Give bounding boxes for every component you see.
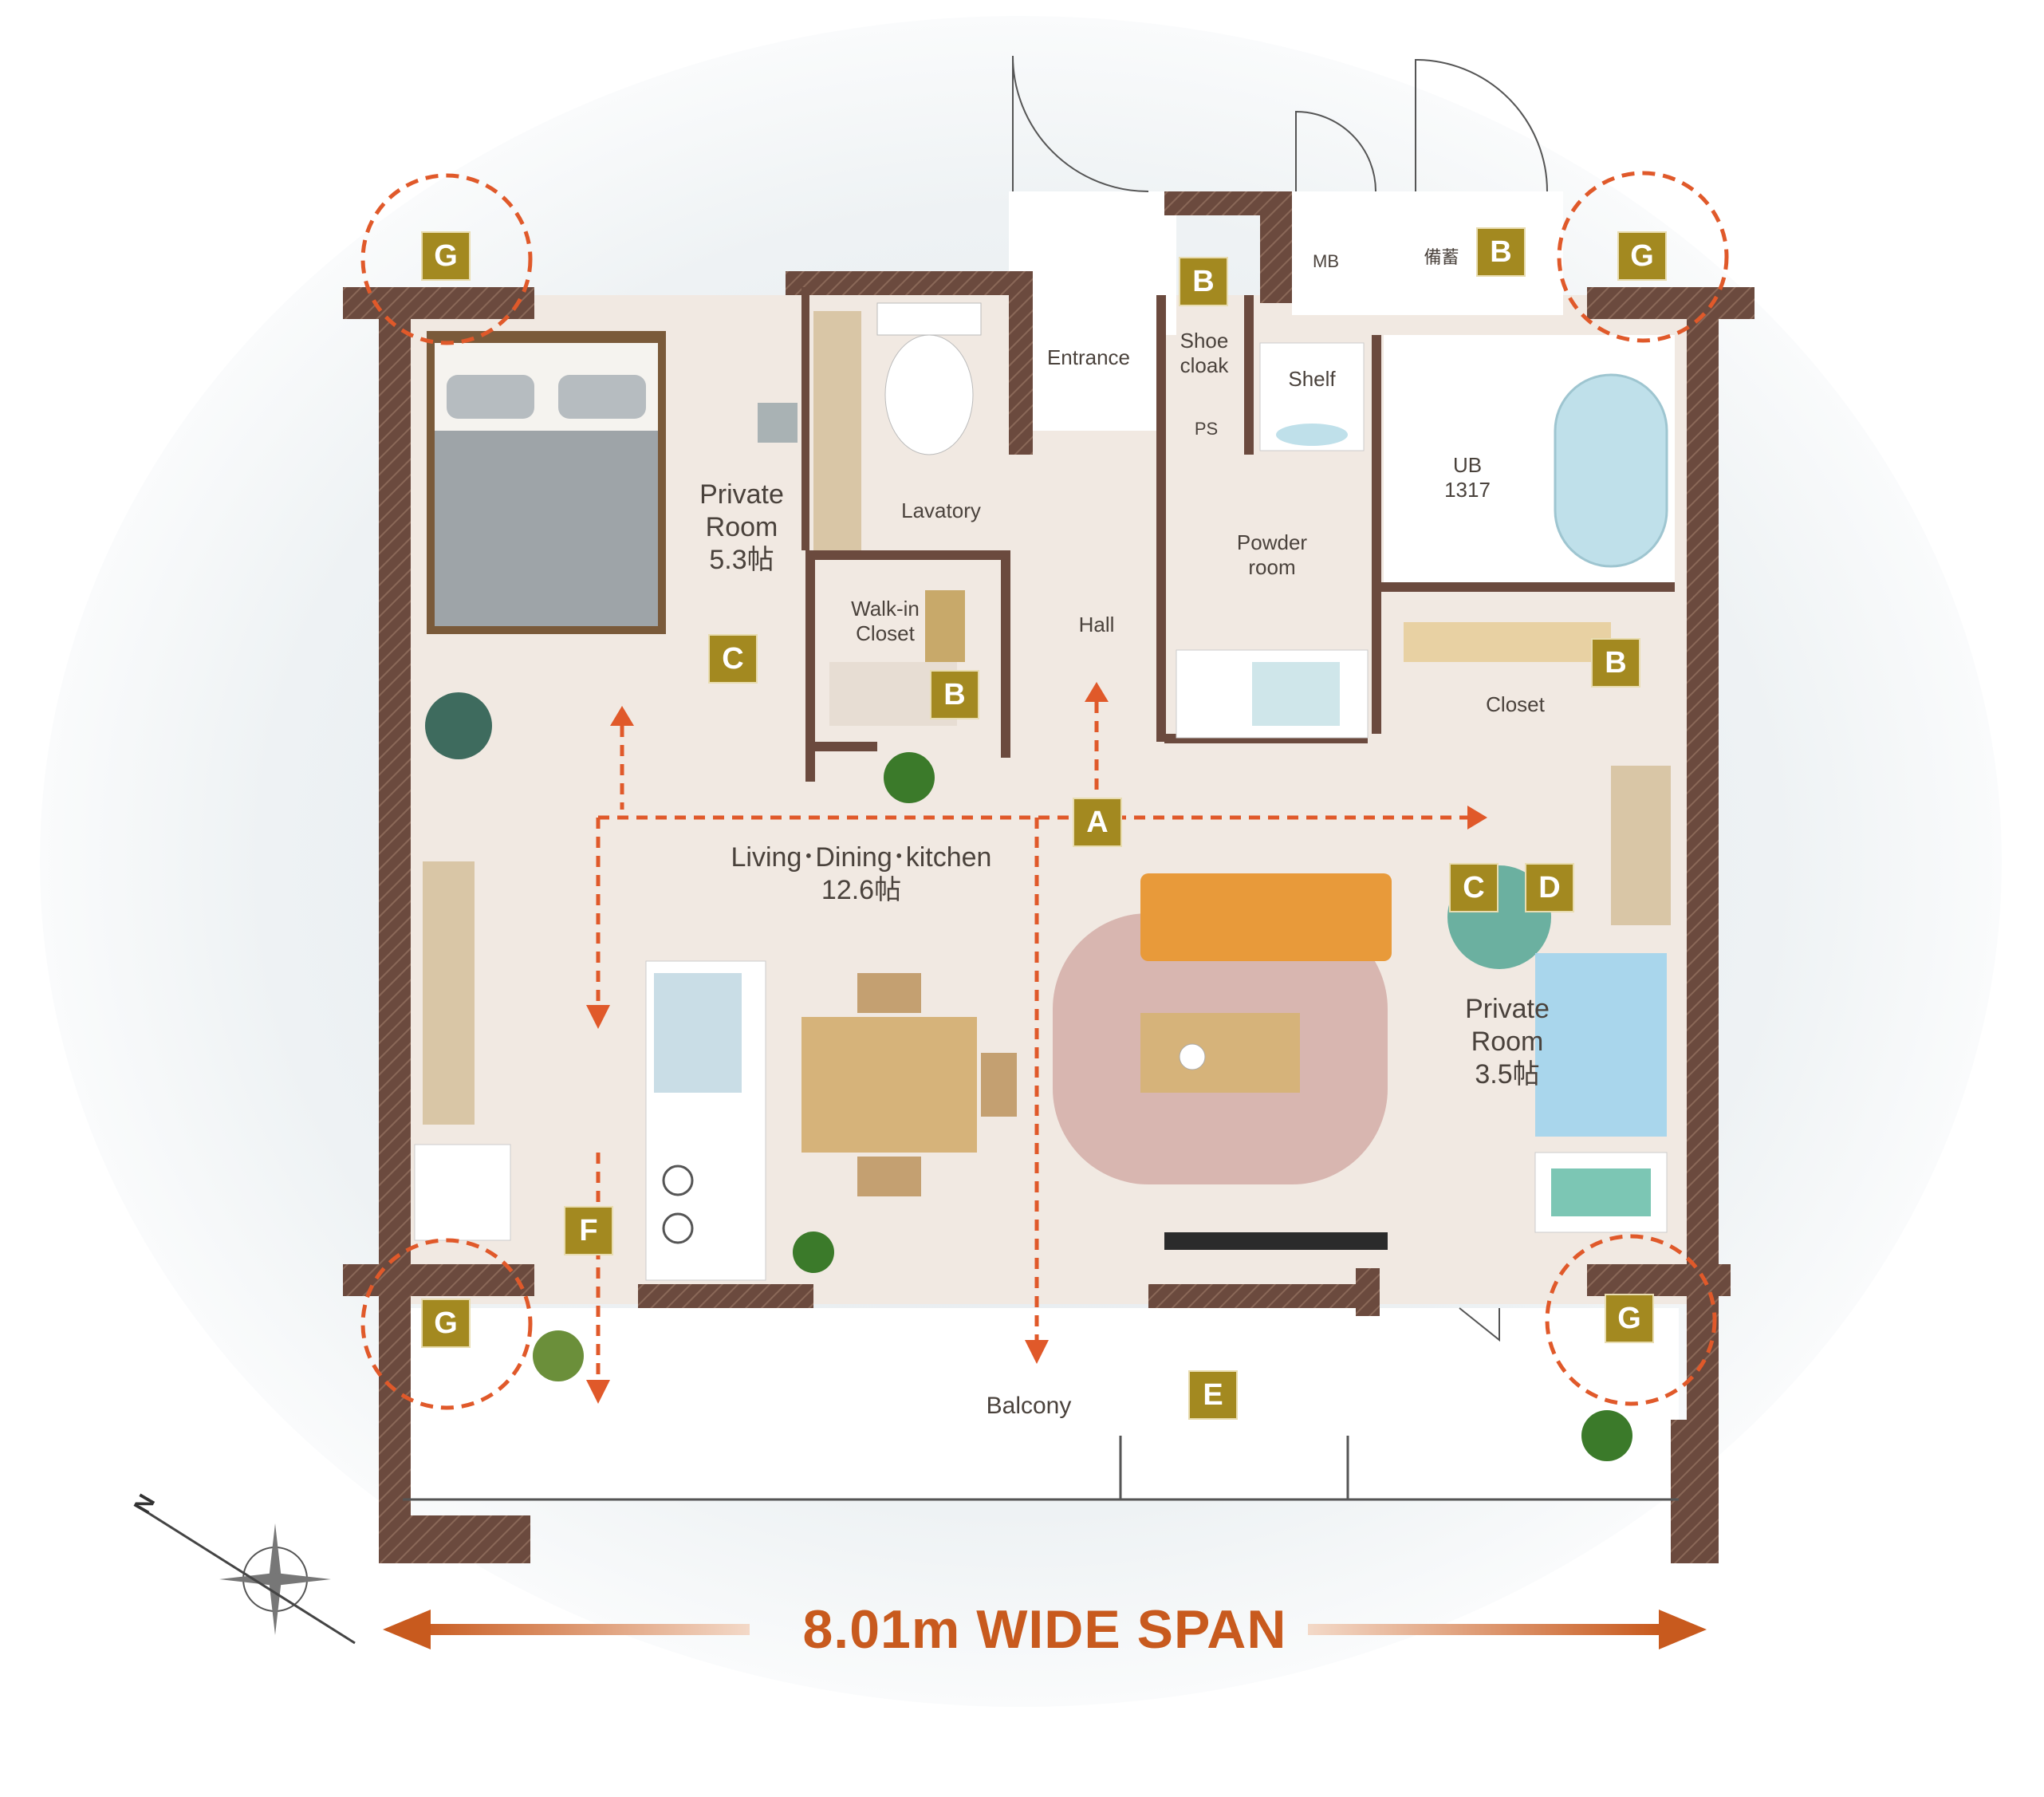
toilet [876, 302, 982, 455]
floor-area [383, 191, 1699, 1499]
hall-label: Hall [1078, 613, 1115, 636]
ldk-label: Living･Dining･kitchen 12.6帖 [731, 842, 992, 905]
plant-4 [533, 1330, 584, 1381]
corner-circles [360, 171, 1729, 1410]
badge-e: E [1188, 1370, 1238, 1420]
plant-1 [425, 692, 492, 759]
badge-b-storage: B [1476, 227, 1526, 277]
span-arrow [383, 1610, 1707, 1649]
badge-b-shoe-cloak: B [1179, 257, 1228, 306]
badge-g-bottom-right: G [1605, 1294, 1654, 1343]
compass-rose [139, 1506, 356, 1645]
plant-5 [1581, 1410, 1632, 1461]
badge-g-top-left: G [421, 231, 471, 281]
shoe-cloak-label: Shoe cloak [1180, 329, 1229, 378]
shelf-label: Shelf [1288, 367, 1336, 391]
powder-room-label: Powder room [1236, 530, 1308, 580]
badge-c-room2: C [1449, 863, 1499, 912]
circulation-arrows [596, 702, 1467, 1380]
private-room-1-label: Private Room 5.3帖 [699, 479, 784, 575]
desk-1 [758, 311, 861, 550]
badge-d: D [1525, 863, 1574, 912]
entrance-label: Entrance [1046, 345, 1131, 369]
tv [1164, 1232, 1388, 1250]
fridge [414, 1144, 511, 1241]
wide-span-label: 8.01m WIDE SPAN [802, 1599, 1287, 1660]
double-bed [427, 331, 666, 634]
kitchen-counter [645, 960, 766, 1281]
ub-label: UB 1317 [1444, 453, 1491, 502]
ps-label: PS [1194, 419, 1219, 439]
plant-3 [793, 1231, 834, 1273]
badge-b-walk-in: B [930, 670, 979, 719]
mb-label: MB [1313, 251, 1339, 271]
plant-2 [884, 752, 935, 803]
powder-room-fixtures [1176, 342, 1369, 739]
storage-label: 備蓄 [1424, 247, 1459, 267]
walk-in-closet-label: Walk-in Closet [851, 597, 920, 646]
balcony-label: Balcony [986, 1393, 1072, 1419]
rug-and-sofa [1053, 873, 1392, 1184]
closet-label: Closet [1486, 692, 1545, 716]
bathtub [1554, 373, 1668, 568]
lavatory-label: Lavatory [901, 499, 981, 522]
interior-walls [801, 287, 1675, 782]
arrow-heads [586, 682, 1487, 1404]
badge-g-top-right: G [1617, 231, 1667, 281]
tv-board [423, 861, 475, 1125]
walls [343, 191, 1755, 1563]
closet-rail [1404, 622, 1611, 662]
badge-c-room1: C [708, 634, 758, 684]
badge-g-bottom-left: G [421, 1298, 471, 1348]
doors [1012, 55, 1548, 1342]
private-room-2-label: Private Room 3.5帖 [1465, 994, 1550, 1090]
badge-f: F [564, 1206, 613, 1255]
balcony-rails [403, 1436, 1679, 1501]
dining-table [801, 973, 1017, 1196]
badge-a: A [1073, 798, 1122, 847]
badge-b-closet: B [1591, 638, 1640, 688]
